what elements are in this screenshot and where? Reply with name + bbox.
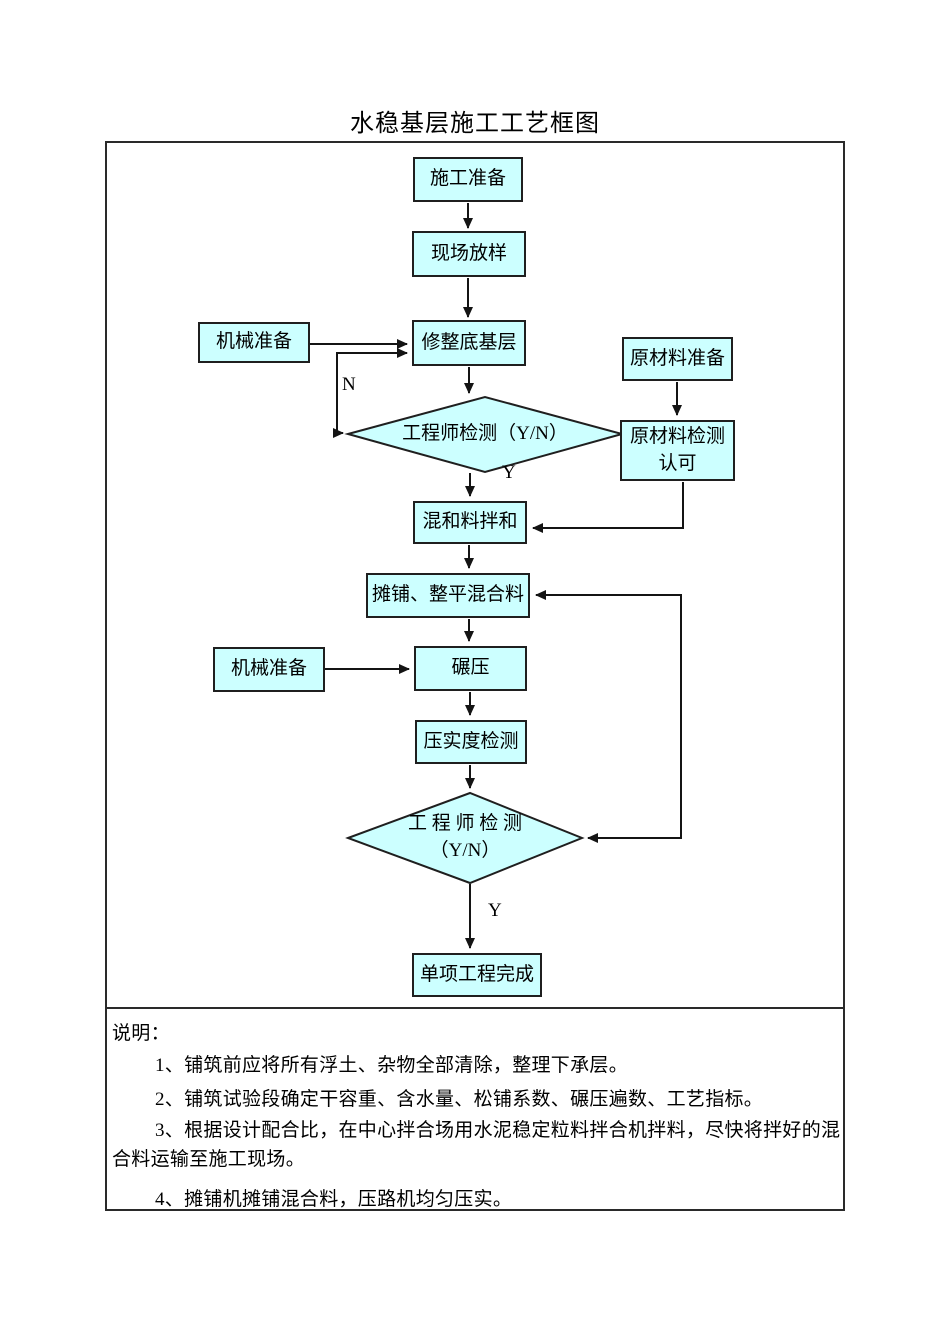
box-raw-material-prep: 原材料准备 (622, 337, 733, 381)
note-line-1: 1、铺筑前应将所有浮土、杂物全部清除，整理下承层。 (155, 1055, 629, 1076)
box-machinery-prep-1: 机械准备 (198, 322, 310, 363)
page-title: 水稳基层施工工艺框图 (350, 111, 600, 137)
box-rolling: 碾压 (414, 646, 527, 691)
note-line-4: 4、摊铺机摊铺混合料，压路机均匀压实。 (155, 1189, 513, 1210)
box-trim-subbase: 修整底基层 (412, 320, 526, 366)
box-mixing: 混和料拌和 (413, 501, 527, 544)
decision-engineer-check-2-label: 工 程 师 检 测 （Y/N） (407, 813, 522, 861)
box-spread-level-mixture: 摊铺、整平混合料 (366, 573, 530, 618)
note-line-3: 3、根据设计配合比，在中心拌合场用水泥稳定粒料拌合机拌料，尽快将拌好的混 (155, 1120, 841, 1141)
box-raw-material-approval: 原材料检测 认可 (620, 420, 735, 481)
flowchart-frame (105, 141, 845, 1211)
notes-heading: 说明： (112, 1023, 170, 1044)
label-y-branch-2: Y (488, 900, 502, 921)
box-site-layout: 现场放样 (412, 231, 526, 277)
note-line-2: 2、铺筑试验段确定干容重、含水量、松铺系数、碾压遍数、工艺指标。 (155, 1089, 764, 1110)
box-compaction-test: 压实度检测 (415, 720, 527, 764)
frame-divider (105, 1007, 845, 1009)
decision-engineer-check-1-label: 工程师检测（Y/N） (402, 422, 568, 444)
box-machinery-prep-2: 机械准备 (213, 647, 325, 692)
note-line-3-continued: 合料运输至施工现场。 (112, 1149, 306, 1170)
label-n-branch: N (342, 374, 356, 395)
box-construction-prep: 施工准备 (413, 157, 523, 202)
box-project-complete: 单项工程完成 (412, 953, 542, 997)
label-y-branch-1: Y (502, 462, 516, 483)
